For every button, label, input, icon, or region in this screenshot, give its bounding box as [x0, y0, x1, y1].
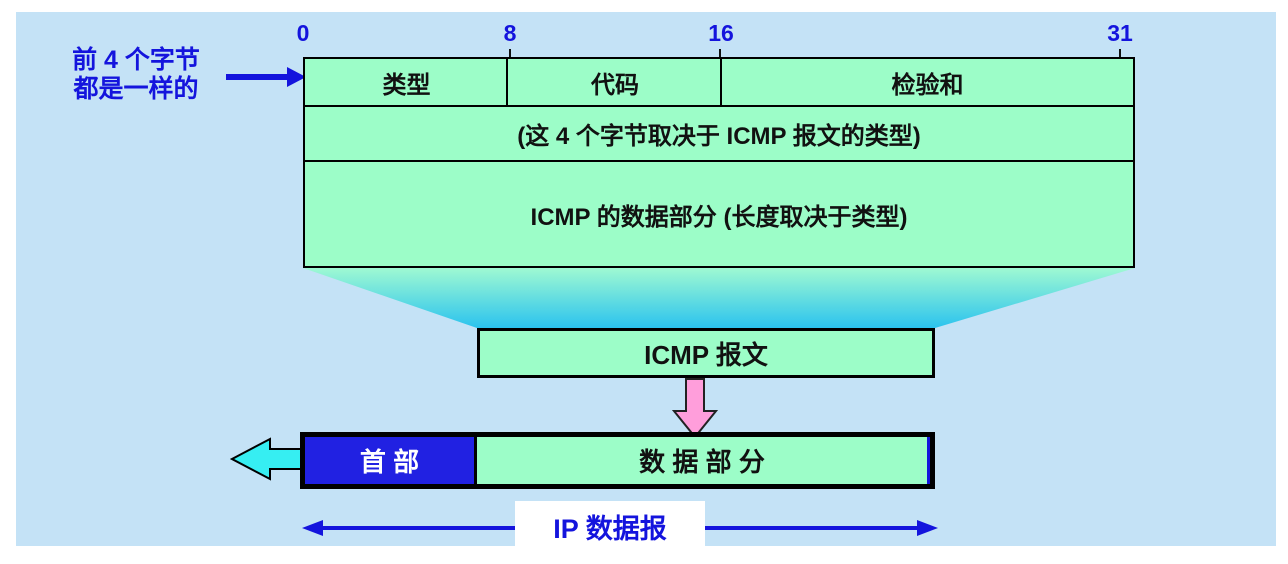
- bit-label-16: 16: [708, 20, 734, 46]
- annotation-line2: 都是一样的: [73, 75, 199, 103]
- cell-checksum: 检验和: [891, 71, 964, 99]
- bit-label-0: 0: [296, 20, 310, 46]
- cell-code: 代码: [591, 71, 639, 99]
- row-depends-on-type: (这 4 个字节取决于 ICMP 报文的类型): [517, 123, 921, 150]
- right-arrow-icon: [226, 67, 306, 87]
- icmp-message-box: ICMP 报文: [477, 328, 935, 378]
- ip-datagram-caption-label: IP 数据报: [553, 514, 667, 544]
- funnel-shape: [303, 268, 1135, 328]
- row-divider: [305, 105, 1133, 107]
- tick-31: [1119, 49, 1121, 58]
- left-arrow-icon: [230, 437, 303, 481]
- column-divider: [720, 59, 722, 105]
- ip-data-label: 数 据 部 分: [639, 447, 765, 477]
- icmp-message-label: ICMP 报文: [644, 339, 768, 370]
- bar-edge-strip: [927, 437, 930, 484]
- row-divider: [305, 160, 1133, 162]
- row-icmp-data: ICMP 的数据部分 (长度取决于类型): [530, 203, 908, 231]
- ip-datagram-caption: IP 数据报: [515, 501, 705, 552]
- bit-label-31: 31: [1107, 20, 1133, 46]
- ip-data-cell: 数 据 部 分: [477, 437, 927, 484]
- column-divider: [506, 59, 508, 105]
- bit-label-8: 8: [503, 20, 517, 46]
- ip-header-cell: 首 部: [305, 437, 477, 484]
- down-arrow-icon: [671, 378, 719, 439]
- icmp-header-table: 类型 代码 检验和 (这 4 个字节取决于 ICMP 报文的类型) ICMP 的…: [303, 57, 1135, 268]
- cell-type: 类型: [382, 71, 431, 99]
- annotation-first-4-bytes: 前 4 个字节 都是一样的: [36, 46, 236, 104]
- ip-header-label: 首 部: [359, 447, 420, 477]
- ip-datagram-bar: 首 部 数 据 部 分: [300, 432, 935, 489]
- tick-16: [719, 49, 721, 58]
- annotation-line1: 前 4 个字节: [72, 46, 200, 74]
- tick-8: [509, 49, 511, 58]
